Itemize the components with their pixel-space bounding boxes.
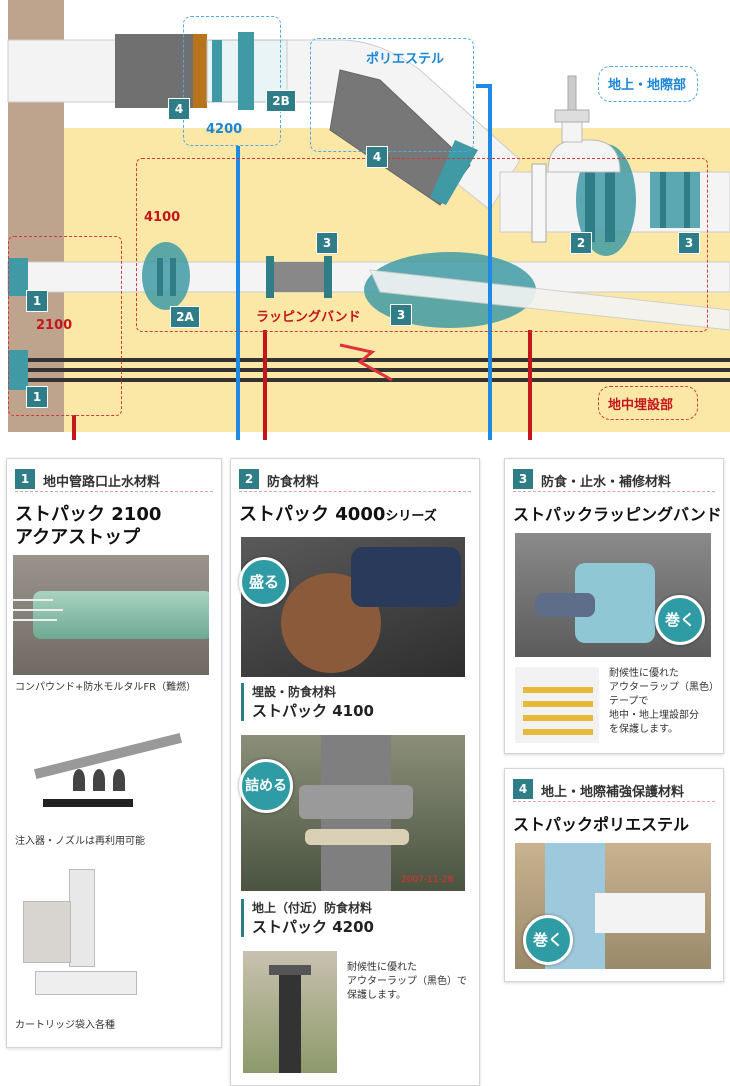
caption-cartridges: カートリッジ袋入各種 <box>15 1020 115 1031</box>
product-name: ストパック 2100 アクアストップ <box>15 503 161 549</box>
sub-4200: 地上（付近）防食材料 ストパック 4200 <box>241 899 374 937</box>
badge-fill: 詰める <box>239 759 293 813</box>
photo-date: 2007-11-28 <box>401 875 454 885</box>
card-title: 防食材料 <box>267 475 320 490</box>
marker-1-lower: 1 <box>26 386 48 408</box>
caption-compound: コンパウンド+防水モルタルFR（難燃） <box>15 682 197 693</box>
card-header: 1 地中管路口止水材料 <box>15 469 213 492</box>
badge-wrap-polyester: 巻く <box>523 915 573 965</box>
marker-3-band: 3 <box>316 232 338 254</box>
region-4100 <box>136 158 708 332</box>
region-4200 <box>183 16 281 146</box>
pipe-drawing <box>7 32 730 440</box>
photo-injector-tools <box>13 707 209 829</box>
photo-flange-4200: 2007-11-28 <box>241 735 465 891</box>
marker-4-top: 4 <box>168 98 190 120</box>
label-polyester: ポリエステル <box>366 52 445 67</box>
label-4200: 4200 <box>206 122 243 137</box>
marker-1-upper: 1 <box>26 290 48 312</box>
label-above-ground: 地上・地際部 <box>608 78 687 93</box>
photo-cartridges <box>13 861 141 1011</box>
card-header: 4 地上・地際補強保護材料 <box>513 779 715 802</box>
photo-band-rolls <box>515 667 599 743</box>
card-title: 地中管路口止水材料 <box>43 475 161 490</box>
card-title: 地上・地際補強保護材料 <box>541 785 685 800</box>
card-number: 1 <box>15 469 35 489</box>
marker-2a: 2A <box>170 306 200 328</box>
product-name: ストパックポリエステル <box>513 815 690 834</box>
photo-wrapped-pipe <box>243 951 337 1073</box>
marker-3-wrap: 3 <box>390 304 412 326</box>
card-number: 4 <box>513 779 533 799</box>
photo-flange-4100 <box>241 537 465 677</box>
marker-2b: 2B <box>266 90 296 112</box>
product-suffix: シリーズ <box>385 509 437 524</box>
caption-injector: 注入器・ノズルは再利用可能 <box>15 836 145 847</box>
label-underground: 地中埋設部 <box>608 398 674 413</box>
card-anticorrosion: 2 防食材料 ストパック 4000シリーズ 盛る 埋設・防食材料 ストパック 4… <box>230 458 480 1086</box>
marker-2: 2 <box>570 232 592 254</box>
sub-4200-category: 地上（付近）防食材料 <box>252 901 373 915</box>
region-underground <box>598 386 698 420</box>
product-line-2: アクアストップ <box>15 527 141 548</box>
card-title: 防食・止水・補修材料 <box>541 475 672 490</box>
badge-wrap: 巻く <box>655 595 705 645</box>
card-number: 2 <box>239 469 259 489</box>
pipe-diagram: ポリエステル 地上・地際部 地中埋設部 ラッピングバンド 4200 4100 2… <box>0 0 730 440</box>
card-waterstop: 1 地中管路口止水材料 ストパック 2100 アクアストップ コンパウンド+防水… <box>6 458 222 1048</box>
card-polyester: 4 地上・地際補強保護材料 ストパックポリエステル 巻く <box>504 768 724 982</box>
caption-outer-wrap: 耐候性に優れた アウターラップ（黒色）で 保護します。 <box>347 962 467 1001</box>
caption-band: 耐候性に優れた アウターラップ（黒色） テープで 地中・地上埋設部分 を保護しま… <box>609 668 719 735</box>
product-name: ストパックラッピングバンド <box>513 505 722 524</box>
card-header: 3 防食・止水・補修材料 <box>513 469 715 492</box>
sub-4100: 埋設・防食材料 ストパック 4100 <box>241 683 374 721</box>
label-wrapping-band: ラッピングバンド <box>256 310 361 325</box>
sub-4100-category: 埋設・防食材料 <box>252 685 337 699</box>
label-2100: 2100 <box>36 318 73 333</box>
card-wrapping-band: 3 防食・止水・補修材料 ストパックラッピングバンド 巻く 耐候性に優れた アウ… <box>504 458 724 754</box>
sub-4100-product: ストパック 4100 <box>252 702 374 720</box>
region-polyester <box>310 38 474 152</box>
photo-pipe-compound <box>13 555 209 675</box>
photo-band-wrapping <box>515 533 711 657</box>
card-header: 2 防食材料 <box>239 469 471 492</box>
region-above-ground <box>598 66 698 102</box>
product-line-1: ストパック 2100 <box>15 504 162 525</box>
region-2100 <box>8 236 122 416</box>
card-number: 3 <box>513 469 533 489</box>
badge-apply: 盛る <box>239 557 289 607</box>
marker-4-elbow: 4 <box>366 146 388 168</box>
sub-4200-product: ストパック 4200 <box>252 918 374 936</box>
marker-3-right: 3 <box>678 232 700 254</box>
product-name: ストパック 4000シリーズ <box>239 503 437 528</box>
label-4100: 4100 <box>144 210 181 225</box>
product-main: ストパック 4000 <box>239 504 386 525</box>
